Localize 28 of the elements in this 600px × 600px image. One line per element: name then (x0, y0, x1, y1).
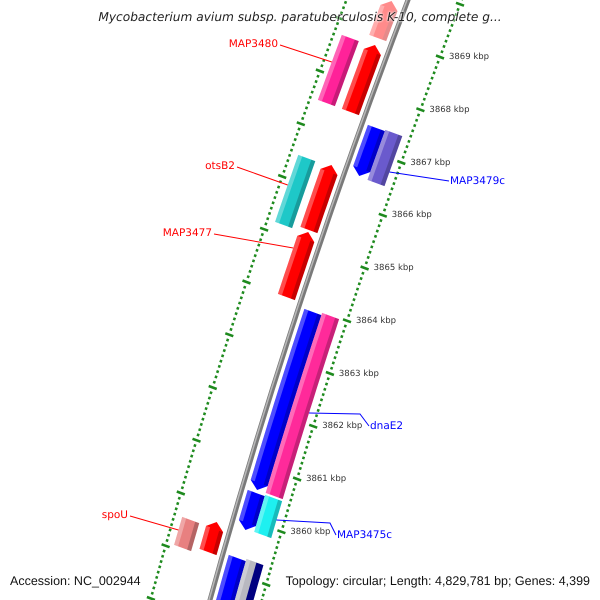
leader-line (130, 516, 179, 530)
gene-bar (174, 516, 200, 552)
scale-label: 3865 kbp (374, 263, 414, 273)
scale-label: 3861 kbp (306, 474, 346, 484)
gene-label: dnaE2 (370, 420, 404, 432)
gene-bar (368, 130, 402, 186)
leader-line (389, 172, 450, 182)
leader-line (276, 520, 336, 536)
gene-label: MAP3479c (450, 175, 506, 187)
leader-line (280, 44, 332, 62)
scale-label: 3867 kbp (410, 158, 450, 168)
gene-bar (318, 34, 359, 106)
scale-label: 3866 kbp (392, 210, 432, 220)
scale-label: 3869 kbp (448, 52, 490, 62)
scale-label: 3862 kbp (322, 421, 362, 432)
gene-label: MAP3475c (337, 529, 392, 541)
gene-label: MAP3480 (228, 38, 278, 50)
gene-label: otsB2 (205, 160, 235, 172)
gene-label: spoU (102, 509, 128, 521)
gene-bar (254, 494, 282, 538)
gene-bar (275, 154, 316, 228)
leader-line (214, 234, 294, 248)
leader-line (236, 166, 288, 186)
topology-text: Topology: circular; Length: 4,829,781 bp; Genes: 4,399 (286, 574, 590, 588)
leader-line (308, 412, 370, 426)
accession-text: Accession: NC_002944 (10, 574, 141, 588)
gene-bar (278, 232, 314, 300)
gene-label: MAP3477 (162, 227, 212, 239)
